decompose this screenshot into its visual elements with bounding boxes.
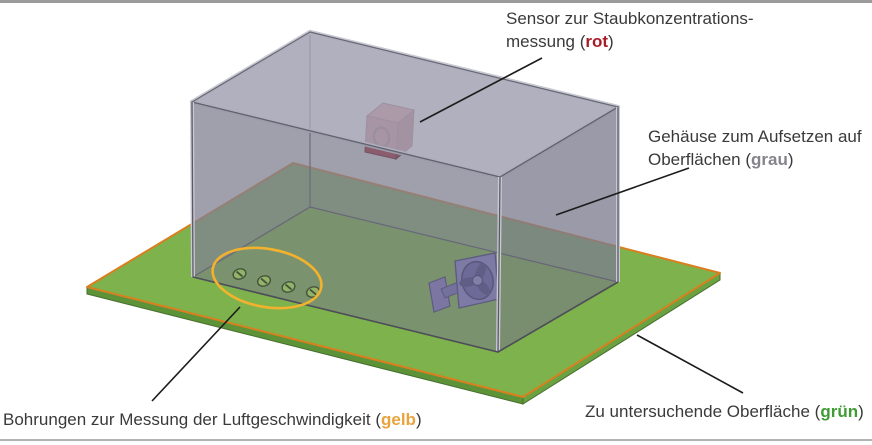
label-sensor-line2: messung (rot) bbox=[506, 32, 614, 51]
housing-front bbox=[189, 29, 621, 353]
figure-bottom-border bbox=[0, 439, 872, 441]
hole bbox=[256, 275, 272, 287]
label-surface: Zu untersuchende Oberfläche (grün) bbox=[585, 402, 864, 421]
housing-vertical-edges bbox=[190, 101, 620, 353]
hole bbox=[232, 268, 247, 280]
color-word-gelb: gelb bbox=[381, 410, 416, 429]
housing-front-base-edges bbox=[192, 276, 619, 353]
figure-top-border bbox=[0, 0, 872, 3]
label-sensor: Sensor zur Staubkonzentrations- messung … bbox=[506, 7, 754, 53]
holes-highlight-ellipse bbox=[211, 246, 323, 310]
leader-line-holes bbox=[151, 306, 241, 402]
color-word-rot: rot bbox=[585, 32, 609, 51]
leader-line-sensor bbox=[419, 57, 543, 123]
label-housing-line2: Oberflächen (grau) bbox=[648, 150, 794, 169]
label-sensor-line1: Sensor zur Staubkonzentrations- bbox=[506, 9, 754, 28]
leader-line-housing bbox=[555, 167, 690, 216]
leader-line-surface bbox=[636, 334, 744, 394]
color-word-gruen: grün bbox=[820, 402, 859, 421]
hole bbox=[281, 281, 296, 293]
color-word-grau: grau bbox=[751, 150, 788, 169]
leader-lines bbox=[151, 57, 744, 402]
measurement-holes bbox=[211, 246, 323, 310]
label-housing-line1: Gehäuse zum Aufsetzen auf bbox=[648, 127, 862, 146]
label-holes: Bohrungen zur Messung der Luftgeschwindi… bbox=[3, 410, 422, 429]
label-housing: Gehäuse zum Aufsetzen auf Oberflächen (g… bbox=[648, 125, 862, 171]
